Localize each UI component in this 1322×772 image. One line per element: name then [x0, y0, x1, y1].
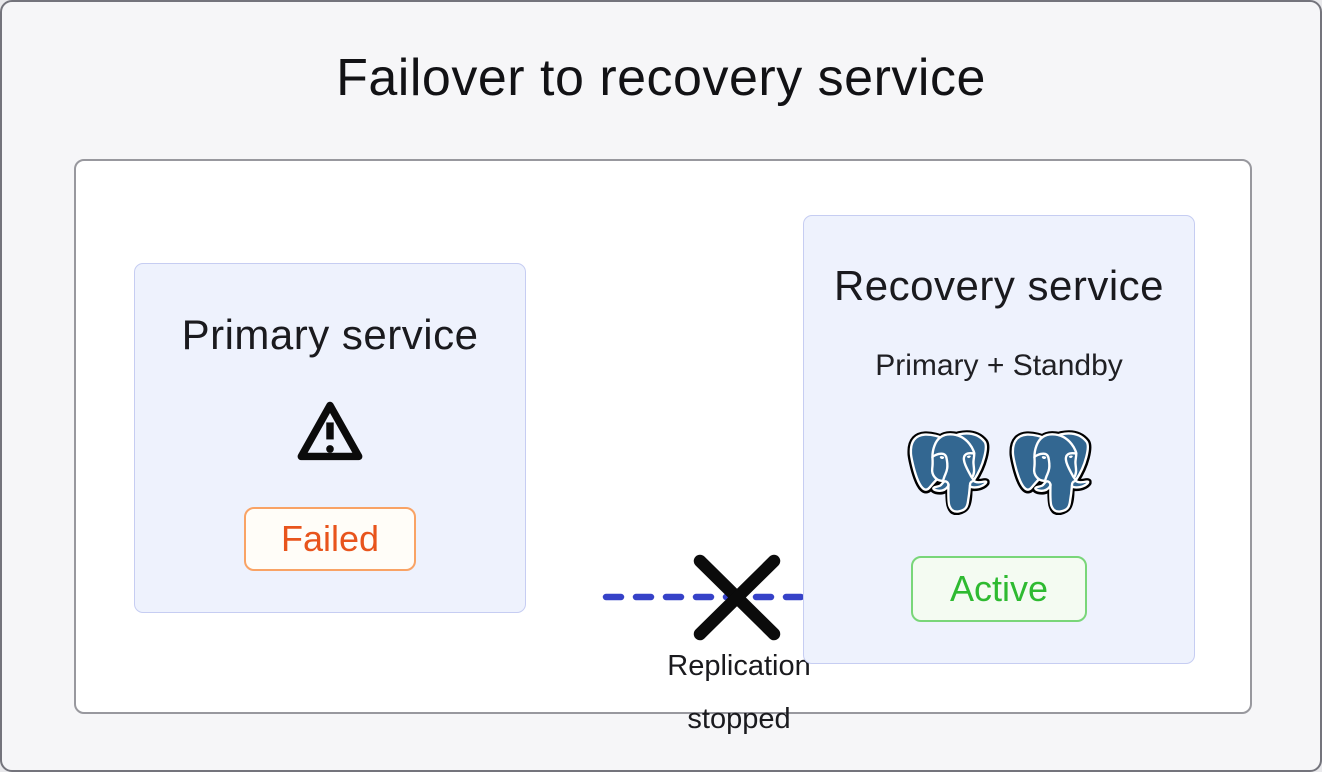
status-badge-active: Active — [911, 556, 1087, 622]
postgresql-elephant-icon — [907, 430, 990, 515]
recovery-service-subtitle: Primary + Standby — [875, 349, 1123, 382]
primary-service-box: Primary service Failed — [134, 263, 526, 613]
recovery-service-box: Recovery service Primary + Standby Activ… — [803, 215, 1195, 664]
failure-cross-icon — [693, 554, 781, 641]
replication-link — [602, 554, 884, 641]
warning-triangle-icon — [135, 400, 525, 464]
database-icons-row — [804, 430, 1194, 515]
status-badge-failed: Failed — [244, 507, 416, 571]
postgresql-elephant-icon — [1009, 430, 1092, 515]
recovery-service-title: Recovery service — [833, 262, 1165, 309]
diagram-panel: Primary service Failed Replication stopp… — [74, 159, 1252, 735]
replication-status-label: Replication stopped — [667, 650, 811, 735]
primary-service-title: Primary service — [181, 311, 479, 358]
page-title: Failover to recovery service — [336, 49, 986, 107]
